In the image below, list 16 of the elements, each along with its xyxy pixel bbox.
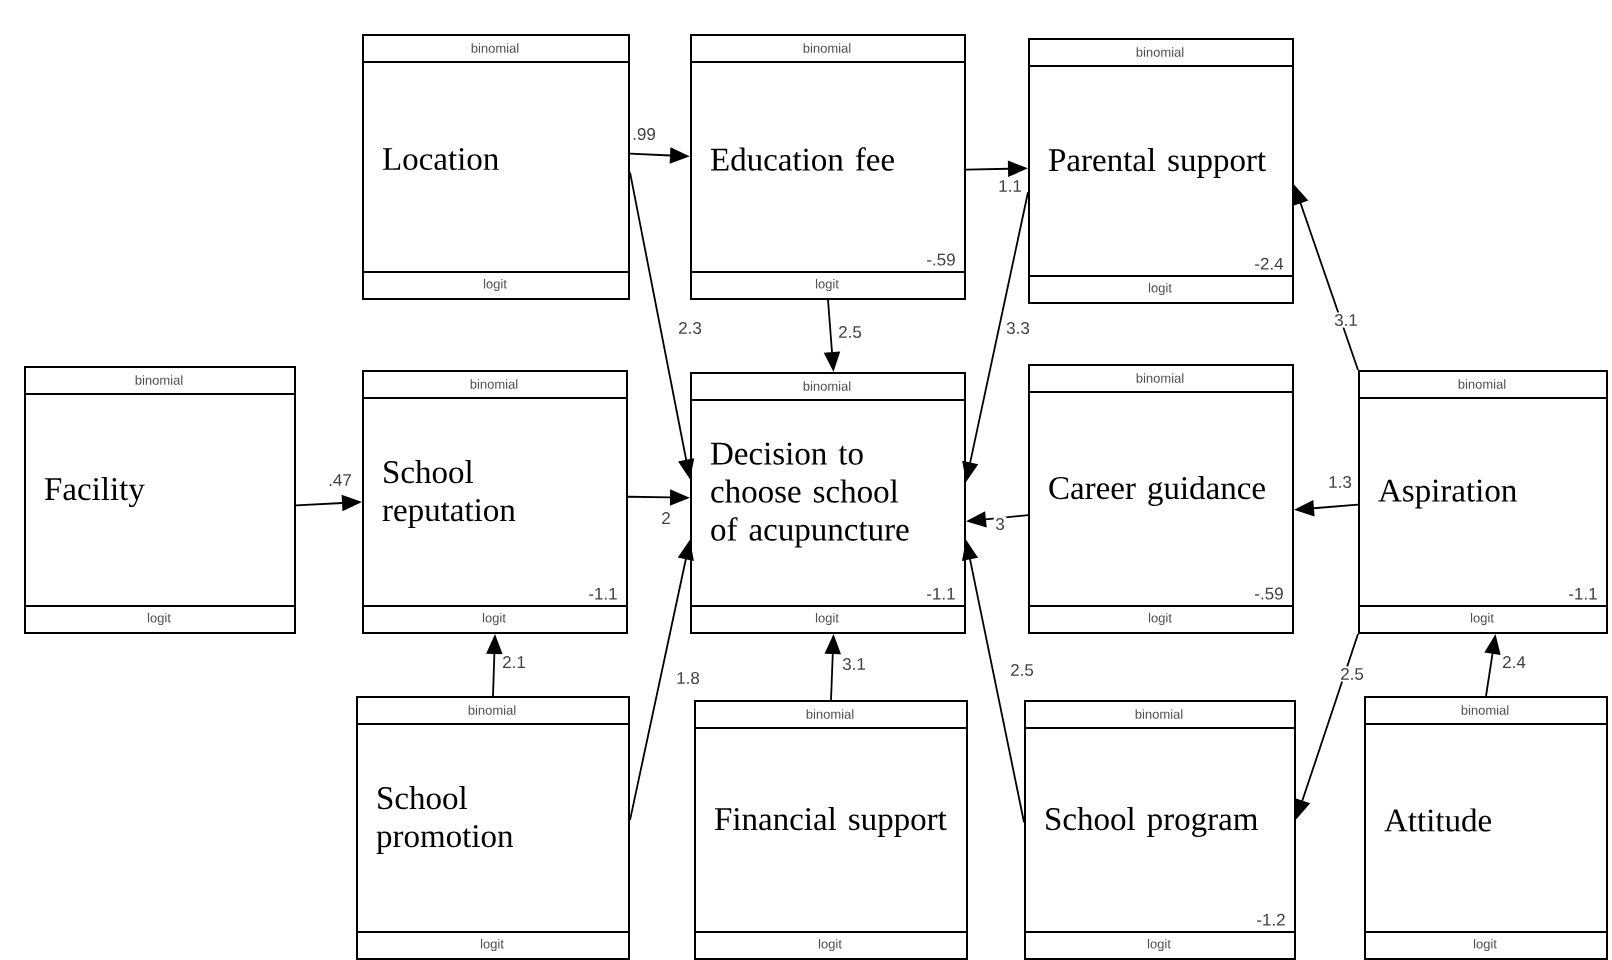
edge-label: 3.1 — [840, 656, 868, 672]
edge-label: .47 — [326, 472, 354, 488]
edge-label: 3.1 — [1332, 312, 1360, 328]
edge-label: 2 — [659, 510, 673, 526]
edge-label: 3.3 — [1004, 320, 1032, 336]
edge-label: 3 — [993, 516, 1007, 532]
edge-label: 2.5 — [836, 324, 864, 340]
edge-label: 2.1 — [500, 654, 528, 670]
edge-label: 1.1 — [996, 178, 1024, 194]
edge-label: 1.3 — [1326, 474, 1354, 490]
edge-label: 1.8 — [674, 670, 702, 686]
edge-label: .99 — [630, 126, 658, 142]
edge-label: 2.5 — [1008, 662, 1036, 678]
edge-label: 2.5 — [1338, 666, 1366, 682]
edge-label: 2.3 — [676, 320, 704, 336]
edge-label: 2.4 — [1500, 654, 1528, 670]
